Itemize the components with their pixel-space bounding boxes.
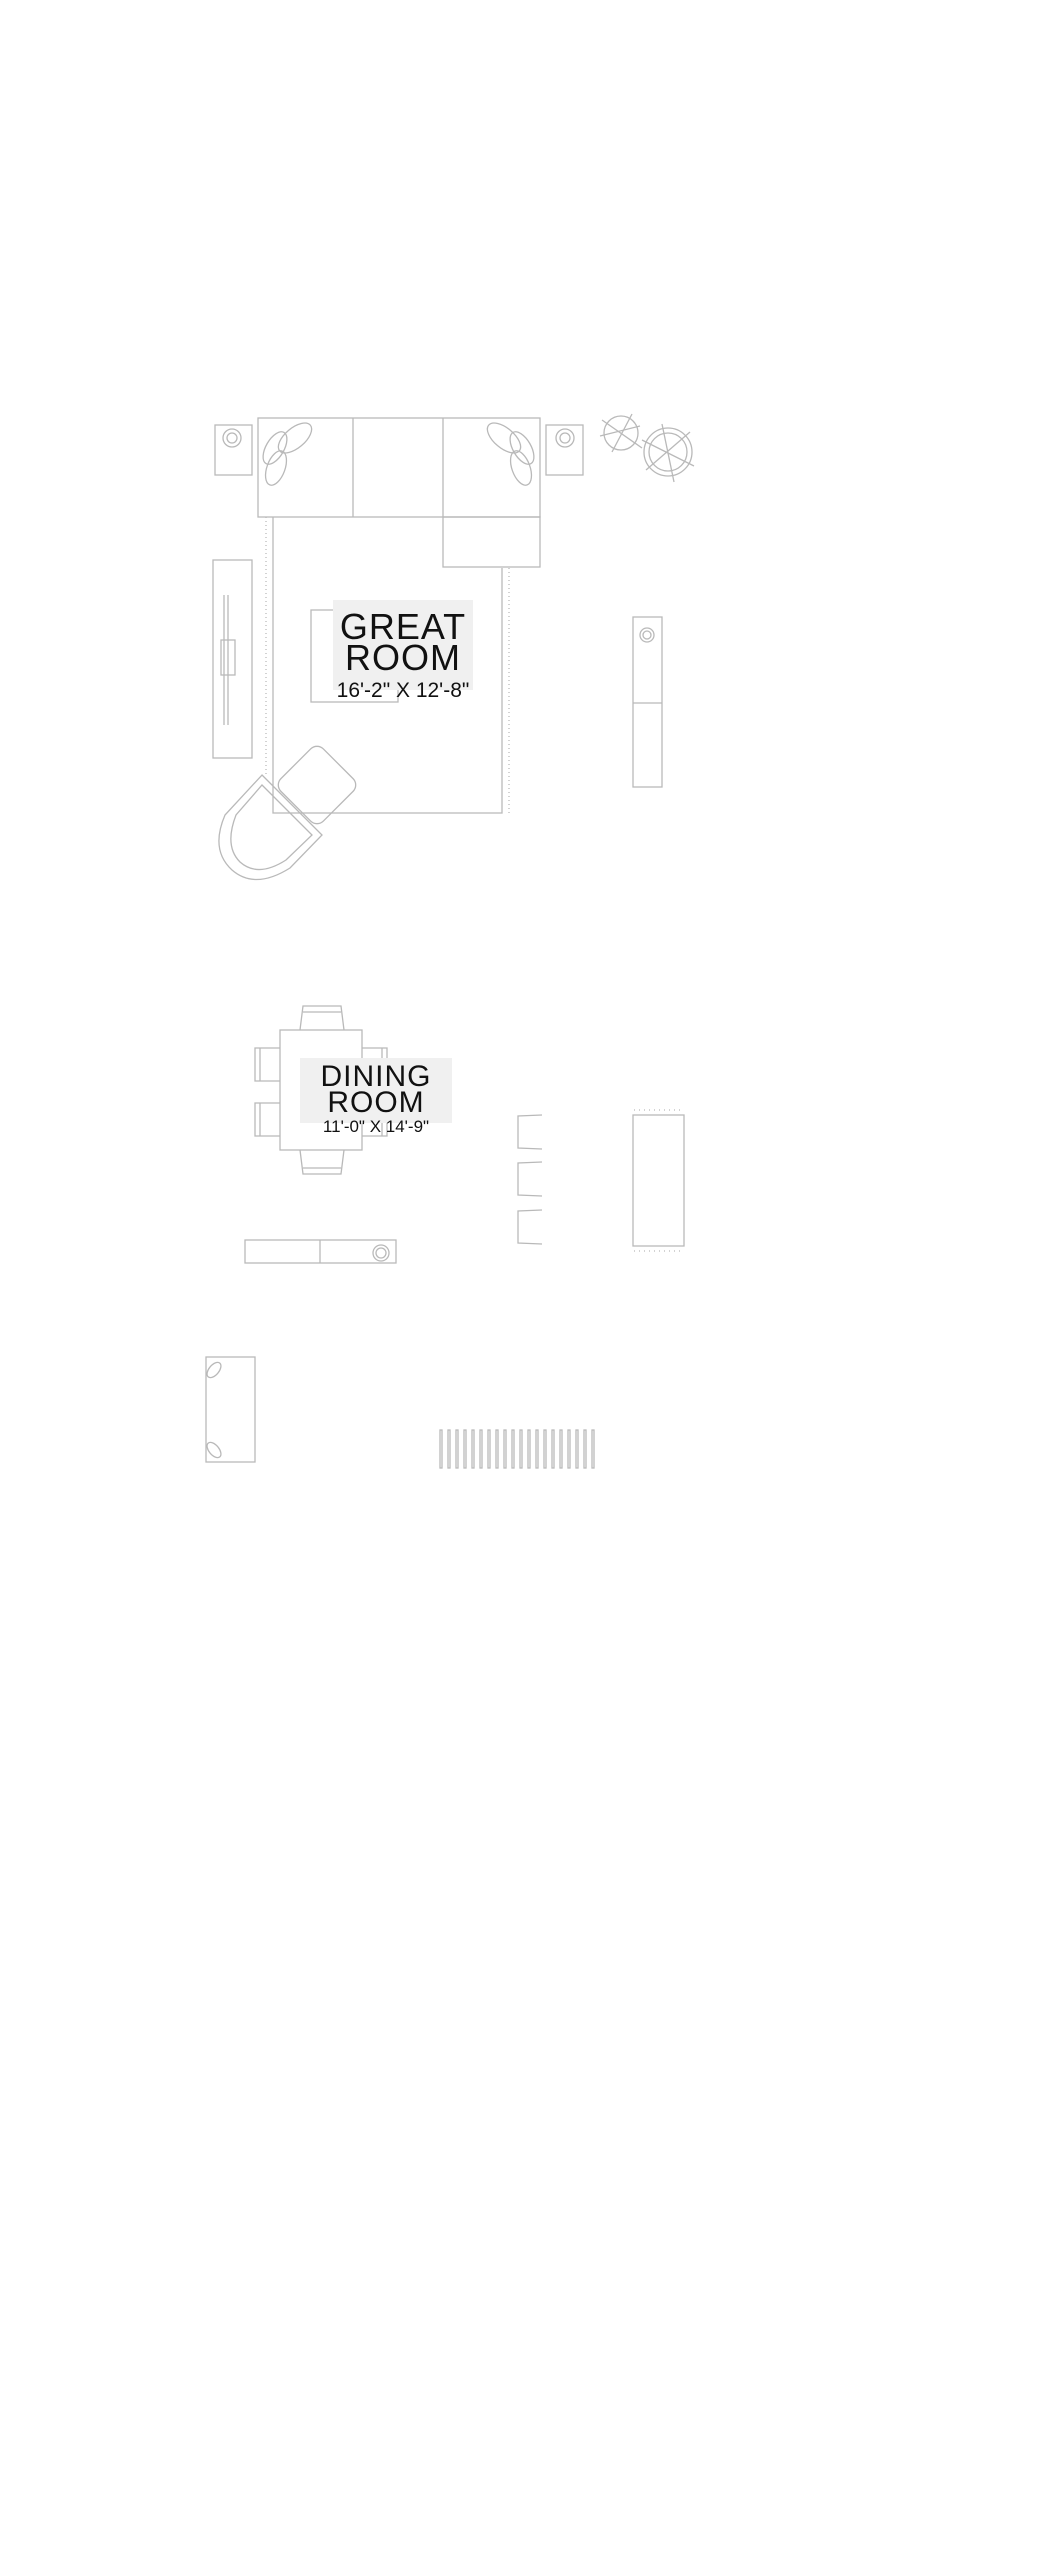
shoe-rack [439,1429,595,1469]
room-name: ROOM [345,637,461,678]
rack-slat [503,1429,507,1469]
area-rug [265,517,510,814]
rack-slat [511,1429,515,1469]
rack-slat [575,1429,579,1469]
rack-slat [519,1429,523,1469]
bar-stools [517,1114,543,1245]
rack-slat [471,1429,475,1469]
room-dimensions: 16'-2" X 12'-8" [336,679,470,702]
rack-slat [447,1429,451,1469]
rack-slat [591,1429,595,1469]
bench-right [632,616,663,788]
rack-slat [495,1429,499,1469]
rack-slat [455,1429,459,1469]
room-name: GREAT [339,606,467,647]
rack-slat [543,1429,547,1469]
sectional-sofa [257,417,541,568]
room-name: ROOM [327,1086,425,1119]
rack-slat [583,1429,587,1469]
dining-room-label: DINING ROOM 11'-0" X 14'-9" [300,1058,452,1135]
end-table-left [214,424,253,476]
room-name: DINING [320,1060,432,1093]
dining-chairs [254,1005,388,1175]
rack-slat [551,1429,555,1469]
console-table [212,559,253,759]
rack-slat [479,1429,483,1469]
entry-bench [205,1356,256,1463]
rack-slat [439,1429,443,1469]
end-table-right [545,424,584,476]
rack-slat [527,1429,531,1469]
buffet [244,1239,397,1264]
armchair [218,745,357,881]
rack-slat [535,1429,539,1469]
runner-rug [632,1109,685,1252]
rack-slat [463,1429,467,1469]
room-dimensions: 11'-0" X 14'-9" [322,1117,430,1136]
great-room-label: GREAT ROOM 16'-2" X 12'-8" [333,600,473,701]
rack-slat [559,1429,563,1469]
rack-slat [487,1429,491,1469]
rack-slat [567,1429,571,1469]
plant-icon [599,413,695,483]
